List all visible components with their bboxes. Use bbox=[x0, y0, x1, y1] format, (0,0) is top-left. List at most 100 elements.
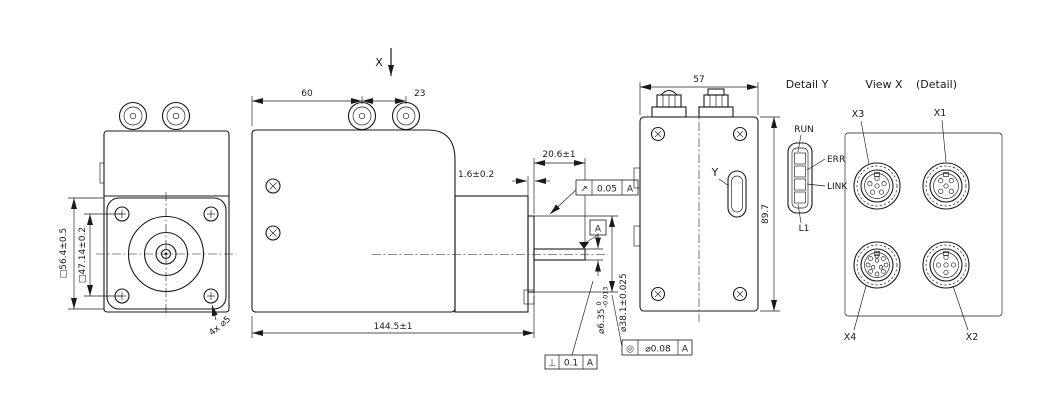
led-run bbox=[794, 152, 806, 165]
connector-thread bbox=[929, 169, 963, 203]
screw-hole bbox=[732, 126, 748, 142]
datum-triangle bbox=[579, 242, 589, 249]
leader-line bbox=[571, 280, 594, 356]
front-side-tab bbox=[99, 162, 105, 184]
screw-slot bbox=[654, 130, 662, 138]
view-direction-x: X bbox=[375, 48, 394, 76]
dim-overall-length: 144.5±1 bbox=[251, 296, 535, 338]
key-notch bbox=[874, 251, 880, 256]
led-label-err: ERR bbox=[827, 155, 845, 165]
m12-connector-pin bbox=[172, 112, 180, 120]
led-window-outer bbox=[727, 170, 747, 218]
connector-x2 bbox=[922, 241, 970, 289]
connector-body bbox=[853, 162, 901, 210]
pin bbox=[874, 175, 880, 182]
pin bbox=[870, 265, 876, 270]
front-body-outline bbox=[103, 130, 230, 313]
screw-hole bbox=[265, 225, 281, 241]
rear-side-tab bbox=[633, 167, 641, 189]
pin bbox=[948, 178, 954, 184]
pin bbox=[870, 189, 876, 195]
dim-shaft-diameter: ⌀6.350-0.013 bbox=[585, 233, 610, 334]
connector-knurl bbox=[856, 165, 898, 207]
m12-connector-ring bbox=[123, 106, 143, 126]
m12-connector-pin bbox=[358, 112, 366, 120]
fcf-perpendicularity: ⊥ 0.1 A bbox=[544, 280, 598, 370]
connector-body bbox=[922, 162, 970, 210]
dim-boss-thickness: 1.6±0.2 bbox=[458, 158, 550, 214]
detail-y-pointer-label: Y bbox=[711, 166, 719, 179]
dim-text-total: 144.5±1 bbox=[373, 322, 412, 332]
pin bbox=[881, 269, 886, 274]
led-link bbox=[794, 178, 806, 191]
front-screw-br bbox=[203, 288, 219, 304]
front-connector-2 bbox=[161, 101, 191, 131]
connector-insert bbox=[933, 252, 959, 278]
leader-line bbox=[718, 178, 730, 187]
led-window: Y bbox=[711, 166, 747, 218]
view-x-subheader: (Detail) bbox=[916, 78, 957, 91]
screw-slot bbox=[269, 229, 277, 237]
dim-text-60: 60 bbox=[301, 89, 313, 99]
pin bbox=[943, 269, 949, 276]
led-window-inner bbox=[731, 175, 743, 213]
detail-y-view: Detail Y RUN ERR LINK L1 bbox=[786, 78, 849, 234]
leader-line bbox=[797, 134, 802, 153]
connector-body bbox=[853, 241, 901, 289]
pin bbox=[874, 258, 880, 263]
screw-slot bbox=[736, 290, 744, 298]
side-view: X 60 23 1.6±0.2 20.6±1 bbox=[251, 48, 693, 370]
detail-y-inner bbox=[791, 147, 809, 209]
rear-view: Y 57 89.7 bbox=[633, 75, 780, 322]
dim-rear-height: 89.7 bbox=[760, 116, 780, 312]
connector-insert bbox=[864, 173, 890, 199]
fcf-frame bbox=[544, 354, 598, 370]
connector-thread bbox=[929, 248, 963, 282]
dim-text-shaft-length: 20.6±1 bbox=[542, 150, 575, 160]
connector-insert bbox=[864, 252, 890, 278]
connector-label-x3: X3 bbox=[852, 109, 865, 120]
front-view: □56.4±0.5 □47.14±0.2 4x ⌀5 bbox=[59, 101, 236, 338]
side-housing-outline bbox=[251, 129, 456, 313]
pin bbox=[938, 188, 944, 194]
leader-line bbox=[797, 203, 802, 224]
pin bbox=[943, 262, 949, 268]
leader-line bbox=[853, 285, 867, 331]
dim-front-square-outer: □56.4±0.5 bbox=[59, 197, 104, 310]
front-flange-face bbox=[106, 197, 227, 310]
screw-hole bbox=[732, 286, 748, 302]
detail-y-header: Detail Y bbox=[786, 78, 829, 91]
leader-line bbox=[611, 294, 623, 348]
key-notch bbox=[943, 172, 949, 177]
screw-slot bbox=[736, 130, 744, 138]
front-connector-1 bbox=[118, 101, 148, 131]
dim-text-square-outer: □56.4±0.5 bbox=[59, 228, 69, 278]
rear-screw-br bbox=[732, 286, 748, 302]
pin bbox=[935, 262, 942, 268]
led-l1 bbox=[794, 191, 806, 204]
leader-line bbox=[860, 120, 870, 165]
screw-hole bbox=[650, 286, 666, 302]
connector-thread bbox=[860, 169, 894, 203]
m12-connector-pin bbox=[129, 112, 137, 120]
rear-screw-bl bbox=[650, 286, 666, 302]
leader-line bbox=[941, 119, 947, 163]
connector-body bbox=[922, 241, 970, 289]
view-x-detail: View X (Detail) bbox=[844, 78, 1003, 343]
rear-screws bbox=[650, 126, 748, 302]
pin bbox=[881, 256, 886, 261]
leader-line bbox=[952, 285, 969, 331]
m12-connector-ring bbox=[396, 106, 416, 126]
rear-side-tab bbox=[633, 225, 641, 247]
rear-screw-tr bbox=[732, 126, 748, 142]
connector-insert bbox=[933, 173, 959, 199]
led-label-l1: L1 bbox=[799, 224, 810, 234]
connector-thread bbox=[860, 248, 894, 282]
rear-connector-1 bbox=[651, 89, 687, 118]
fcf-runout-value: 0.05 bbox=[597, 185, 617, 195]
pin bbox=[874, 183, 880, 189]
m12-connector-ring bbox=[352, 106, 372, 126]
